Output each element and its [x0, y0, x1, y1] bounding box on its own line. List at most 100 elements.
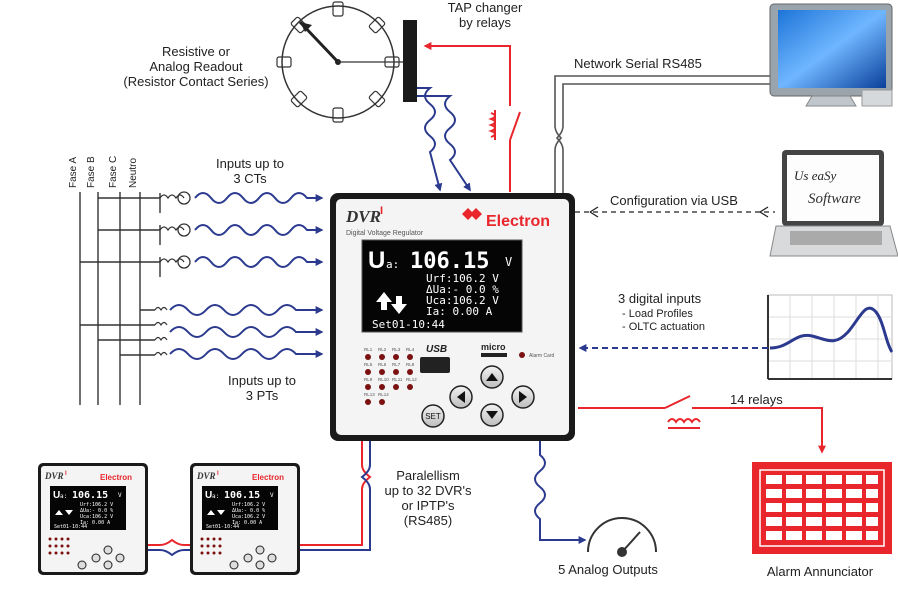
- software-name-top: Us eaSy: [794, 168, 836, 183]
- device-model-sup: I: [380, 205, 383, 217]
- resistive-label-2: Analog Readout: [149, 59, 243, 74]
- phase-label-c: Fase C: [108, 156, 119, 188]
- parallelism-lines: [148, 440, 372, 557]
- device-text: ΔUa:- 0.0 %: [232, 508, 265, 514]
- usb-port-label: USB: [426, 344, 447, 355]
- device-text: Set01-10:44: [54, 524, 87, 530]
- pt-coils: [154, 306, 168, 357]
- chevron-left-icon: [457, 391, 465, 403]
- device-text: I: [65, 471, 67, 477]
- digital-inputs-label-2: - Load Profiles: [622, 308, 693, 320]
- device-text: a:: [212, 493, 219, 500]
- chevron-right-icon: [519, 391, 527, 403]
- input-signals: [169, 192, 324, 360]
- network-line: [554, 75, 770, 196]
- parallelism-label-4: (RS485): [404, 513, 452, 528]
- display-row-3: Uca:106.2 V: [426, 294, 499, 307]
- chevron-down-icon: [486, 411, 498, 419]
- digital-inputs-label-1: 3 digital inputs: [618, 291, 702, 306]
- microsd-label: micro: [481, 342, 506, 352]
- device-text: V: [118, 492, 122, 499]
- resistive-label-1: Resistive or: [162, 44, 231, 59]
- small-device-1: DVR I Electron U a: 106.15 V Urf:106.2 V…: [38, 463, 148, 575]
- device-text: Uca:106.2 V: [80, 514, 113, 520]
- dvr-main-device: DVR I Digital Voltage Regulator Electron…: [330, 193, 575, 441]
- button-down[interactable]: [480, 403, 504, 427]
- led-label-14: RL14: [378, 392, 389, 397]
- led-label-7: RL7: [392, 362, 401, 367]
- button-set[interactable]: SET: [421, 404, 445, 428]
- button-left[interactable]: [449, 385, 473, 409]
- led-label-3: RL3: [392, 347, 401, 352]
- device-text: Set01-10:44: [206, 524, 239, 530]
- device-text: Uca:106.2 V: [232, 514, 265, 520]
- led-label-2: RL2: [378, 347, 387, 352]
- ct-inputs-label-2: 3 CTs: [233, 171, 267, 186]
- device-text: U: [53, 490, 60, 501]
- usb-port: [420, 357, 450, 373]
- device-text: Urf:106.2 V: [232, 502, 265, 508]
- display-main-label: a:: [386, 258, 399, 271]
- small-device-2: DVR I Electron U a: 106.15 V Urf:106.2 V…: [190, 463, 300, 575]
- led-label-5: RL5: [364, 362, 373, 367]
- led-label-4: RL4: [406, 347, 415, 352]
- alarm-annunciator-icon: [752, 462, 892, 554]
- led-label-12: RL12: [406, 377, 417, 382]
- alarm-label: Alarm Annunciator: [767, 564, 874, 579]
- electron-logo-icon: [462, 208, 482, 220]
- led-label-10: RL10: [378, 377, 389, 382]
- alarm-led: [519, 352, 525, 358]
- display-main-unit: V: [505, 255, 512, 269]
- tap-changer-label-1: TAP changer: [448, 0, 523, 15]
- pt-inputs-label-2: 3 PTs: [246, 388, 279, 403]
- relay-output-line: [578, 395, 826, 454]
- display-row-2: ΔUa:- 0.0 %: [426, 283, 499, 296]
- display-main-symbol: U: [368, 247, 385, 274]
- device-text: Ia: 0.00 A: [232, 520, 262, 526]
- led-label-9: RL9: [364, 377, 373, 382]
- ct-inputs-label-1: Inputs up to: [216, 156, 284, 171]
- device-text: V: [270, 492, 274, 499]
- device-text: U: [205, 490, 212, 501]
- phase-labels: Fase A Fase B Fase C Neutro: [68, 156, 139, 188]
- display-main-value: 106.15: [410, 249, 489, 274]
- laptop-icon: Us eaSy Software: [769, 150, 898, 257]
- digital-inputs-label-3: - OLTC actuation: [622, 321, 705, 333]
- button-right[interactable]: [511, 385, 535, 409]
- parallelism-label-2: up to 32 DVR's: [384, 483, 472, 498]
- led-label-6: RL6: [378, 362, 387, 367]
- device-text: a:: [60, 493, 67, 500]
- device-text: ΔUa:- 0.0 %: [80, 508, 113, 514]
- tap-dial: [276, 1, 417, 123]
- device-text: Electron: [100, 473, 132, 482]
- led-label-11: RL11: [392, 377, 403, 382]
- analog-output-line: [534, 440, 587, 544]
- network-label: Network Serial RS485: [574, 56, 702, 71]
- device-model: DVR: [345, 207, 381, 226]
- set-button-label: SET: [425, 412, 441, 421]
- display-row-4: Ia: 0.00 A: [426, 305, 493, 318]
- button-up[interactable]: [480, 365, 504, 389]
- tap-changer-label-2: by relays: [459, 15, 512, 30]
- device-text: DVR: [196, 471, 216, 481]
- resistive-label-3: (Resistor Contact Series): [123, 74, 268, 89]
- phase-label-neutral: Neutro: [128, 158, 139, 188]
- microsd-slot: [481, 353, 507, 357]
- device-subtitle: Digital Voltage Regulator: [346, 230, 424, 237]
- led-label-13: RL13: [364, 392, 375, 397]
- usb-config-line: [575, 206, 775, 218]
- device-text: 106.15: [224, 490, 260, 501]
- phase-label-a: Fase A: [68, 157, 79, 188]
- device-brand: Electron: [486, 213, 550, 230]
- display-row-1: Urf:106.2 V: [426, 272, 499, 285]
- relays-label: 14 relays: [730, 392, 783, 407]
- chevron-up-icon: [486, 373, 498, 381]
- tap-arrows-icon: [376, 292, 407, 314]
- phase-lines: [79, 192, 161, 405]
- device-text: Electron: [252, 473, 284, 482]
- tap-relay-line: [423, 42, 521, 192]
- display-bottom: Set01-10:44: [372, 318, 445, 331]
- dial-signal-lines: [417, 87, 471, 192]
- parallelism-label-3: or IPTP's: [401, 498, 455, 513]
- led-label-8: RL8: [406, 362, 415, 367]
